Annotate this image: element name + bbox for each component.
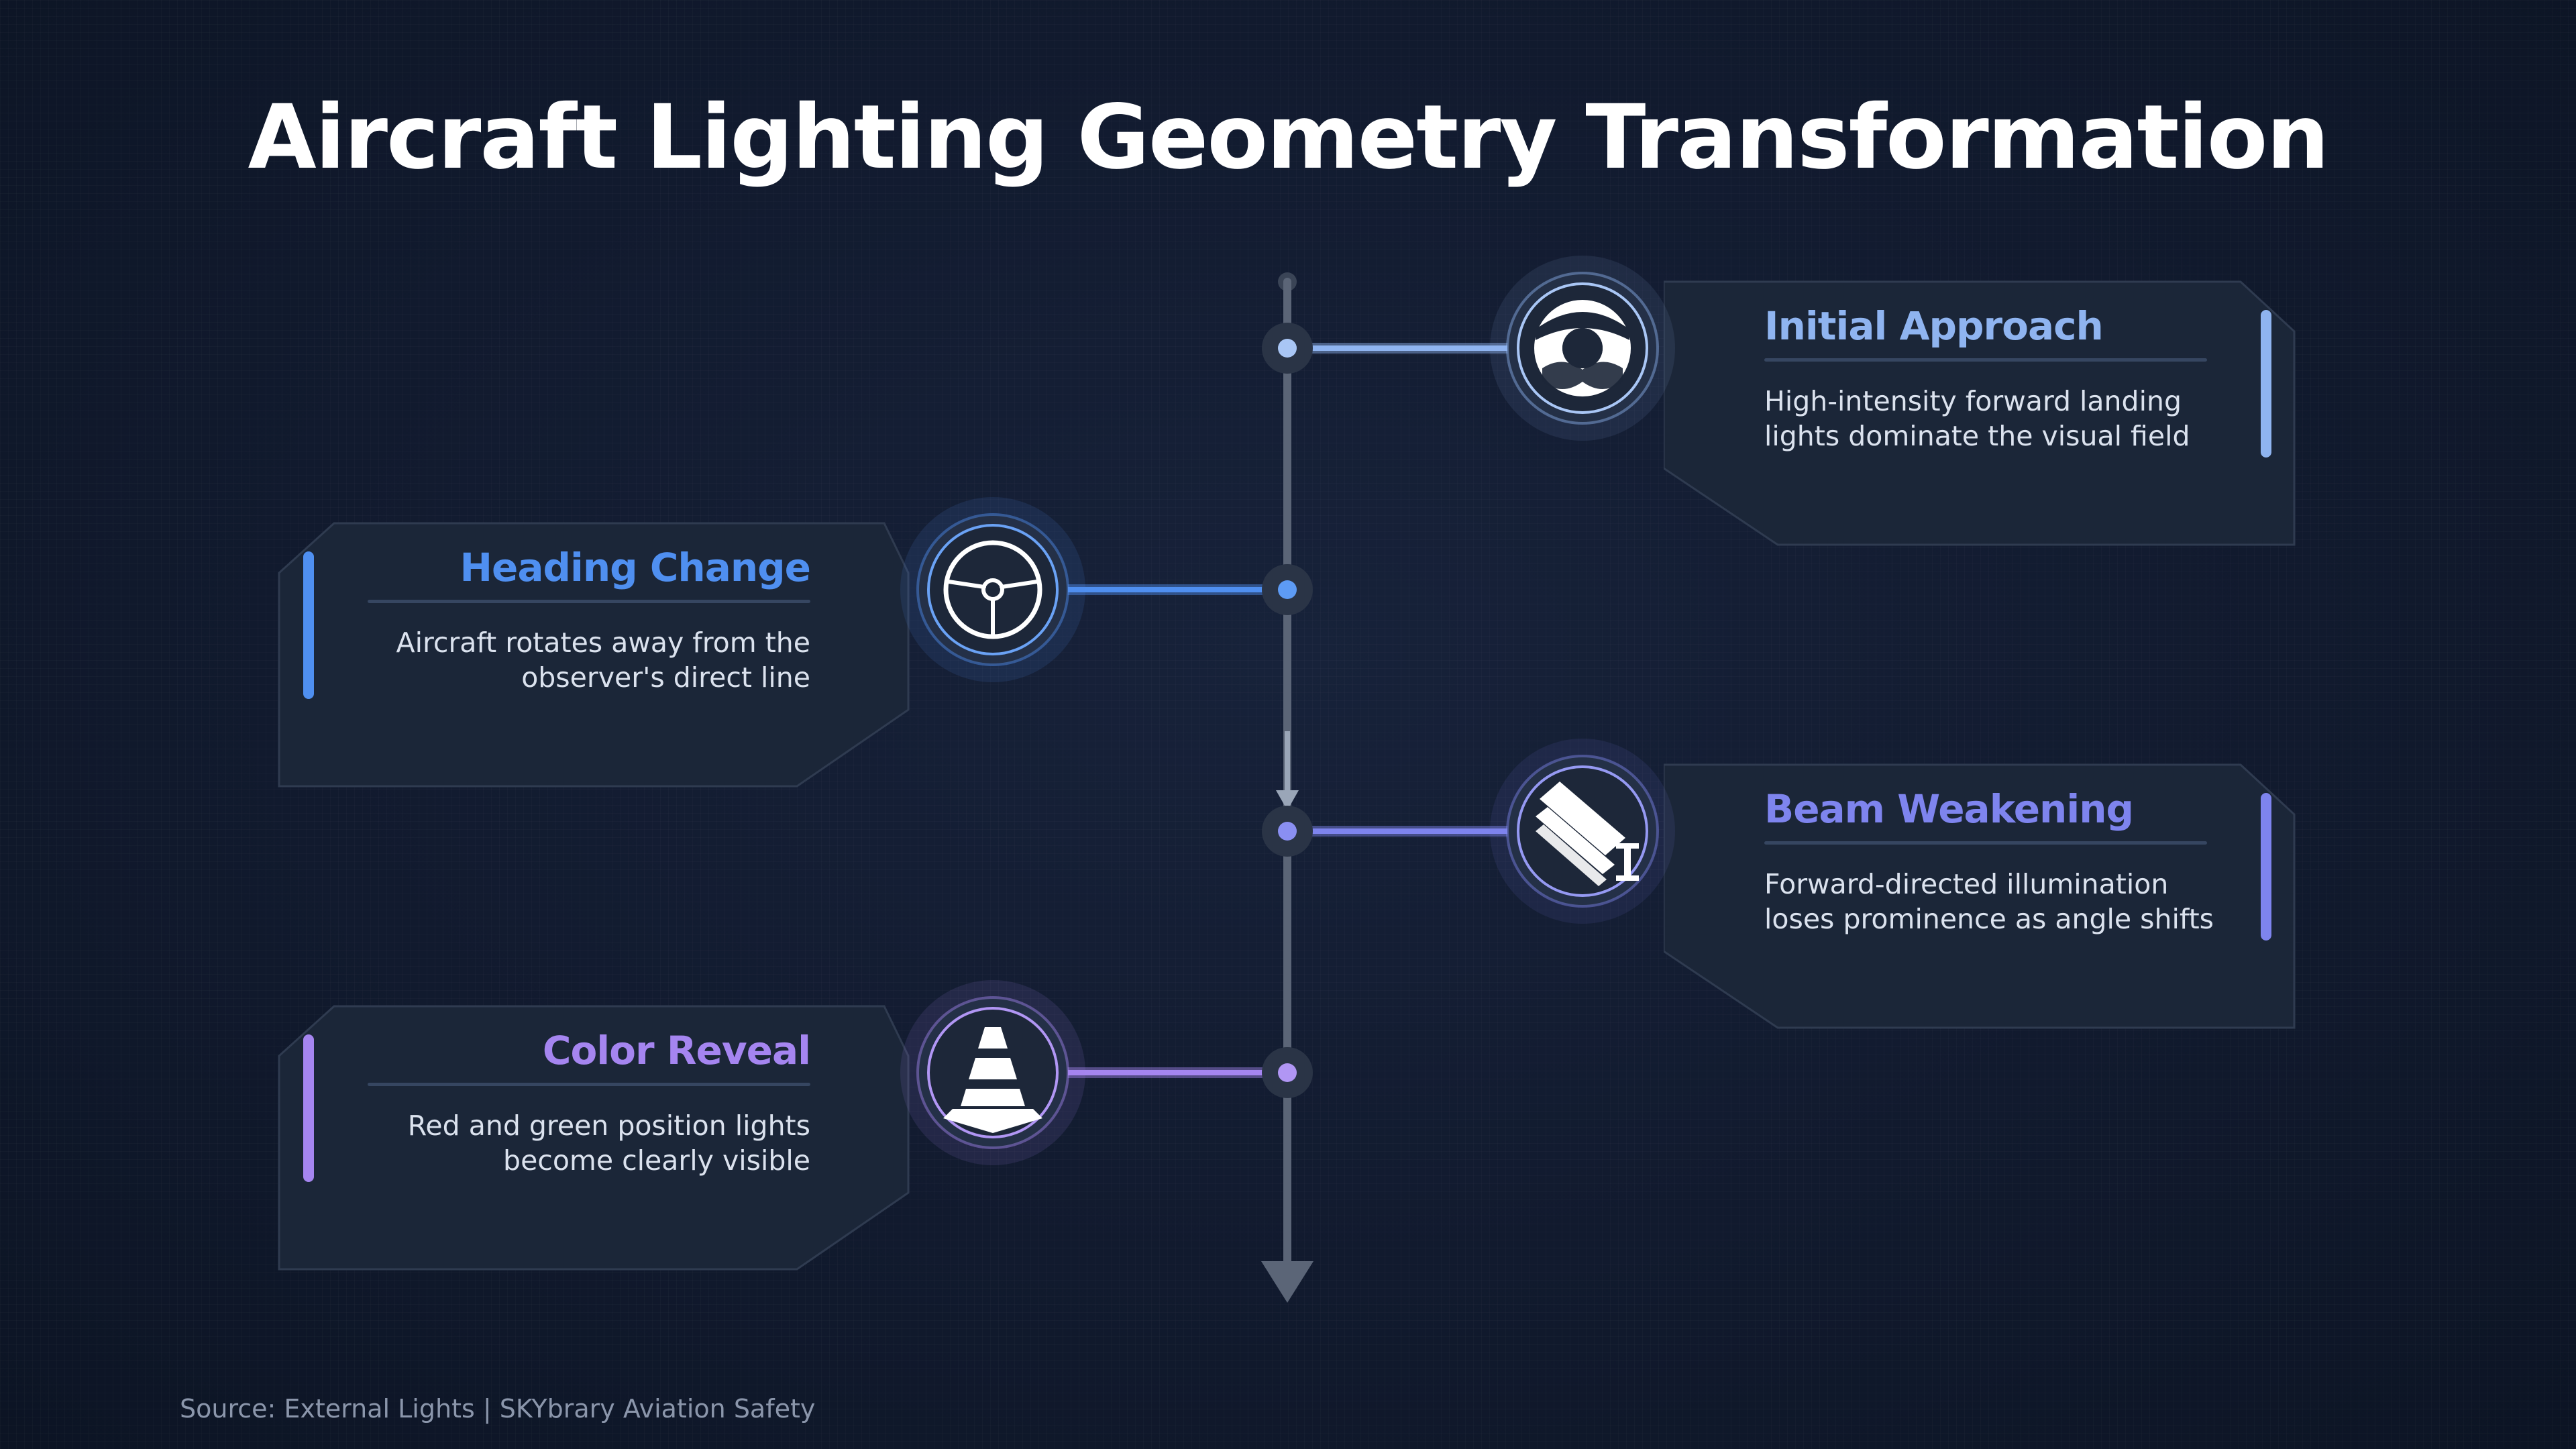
step-card-color-reveal: Color Reveal Red and green position ligh… (278, 1005, 911, 1271)
title-underline (368, 600, 810, 603)
step-card-initial-approach: Initial Approach High-intensity forward … (1664, 280, 2297, 546)
title-underline (1764, 358, 2207, 362)
accent-bar (303, 551, 314, 699)
connector-color-reveal (1067, 1047, 1313, 1098)
description-line: loses prominence as angle shifts (1764, 903, 2214, 935)
description-line: High-intensity forward landing (1764, 385, 2182, 417)
page-title: Aircraft Lighting Geometry Transformatio… (248, 86, 2330, 189)
step-description: Aircraft rotates away from the observer'… (327, 625, 810, 695)
description-line: observer's direct line (521, 661, 810, 694)
card-shape (1664, 763, 2296, 1029)
step-title: Heading Change (460, 545, 811, 590)
step-title: Beam Weakening (1764, 786, 2134, 832)
card-shape (278, 1005, 910, 1271)
source-citation: Source: External Lights | SKYbrary Aviat… (180, 1394, 816, 1424)
step-card-beam-weakening: Beam Weakening Forward-directed illumina… (1664, 763, 2297, 1029)
steel-beam-icon (1489, 737, 1676, 925)
card-shape (1664, 280, 2296, 546)
mid-arrow (1276, 790, 1299, 810)
step-description: Forward-directed illumination loses prom… (1764, 867, 2247, 936)
steering-wheel-icon (899, 496, 1087, 684)
description-line: lights dominate the visual field (1764, 420, 2190, 452)
traffic-cone-icon (899, 979, 1087, 1167)
description-line: become clearly visible (503, 1144, 810, 1177)
accent-bar (2261, 310, 2271, 458)
step-title: Color Reveal (542, 1028, 811, 1073)
accent-bar (303, 1034, 314, 1182)
step-card-heading-change: Heading Change Aircraft rotates away fro… (278, 522, 911, 788)
accent-bar (2261, 793, 2271, 941)
step-title: Initial Approach (1764, 303, 2104, 349)
landing-light-icon (1489, 254, 1676, 442)
description-line: Aircraft rotates away from the (396, 627, 810, 659)
description-line: Red and green position lights (407, 1110, 810, 1142)
title-underline (368, 1083, 810, 1086)
card-shape (278, 522, 910, 788)
connector-heading-change (1067, 564, 1313, 615)
connector-beam-weakening (1262, 806, 1509, 857)
description-line: Forward-directed illumination (1764, 868, 2169, 900)
connector-initial-approach (1262, 323, 1509, 374)
step-description: High-intensity forward landing lights do… (1764, 384, 2247, 453)
end-arrow (1261, 1261, 1313, 1303)
step-description: Red and green position lights become cle… (327, 1108, 810, 1178)
title-underline (1764, 841, 2207, 845)
